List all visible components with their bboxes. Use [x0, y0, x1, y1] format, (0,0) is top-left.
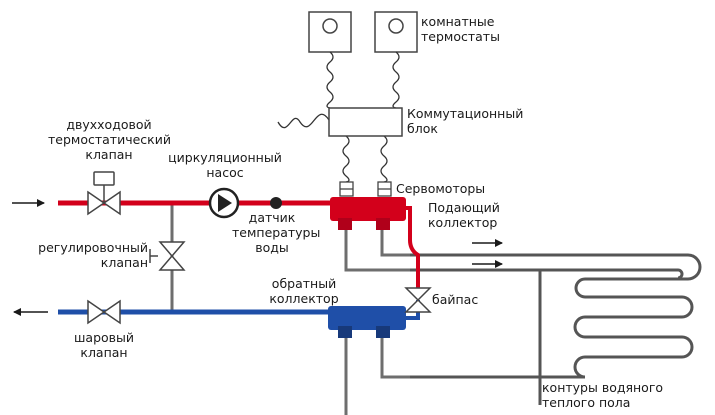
- label-bypass: байпас: [432, 292, 479, 307]
- supply-manifold: [330, 197, 406, 221]
- pump-icon: [208, 187, 240, 219]
- manifold-branch-pipes: [170, 203, 410, 415]
- label-servomotors: Сервомоторы: [396, 181, 486, 196]
- return-manifold: [328, 306, 406, 330]
- servomotor-icon: [339, 181, 392, 197]
- ball-valve-icon: [87, 299, 121, 325]
- sensor-icon: [270, 197, 282, 209]
- two-way-valve-icon: [87, 171, 121, 216]
- flow-arrow-icon: [12, 199, 503, 316]
- balancing-valve-icon: [149, 241, 186, 271]
- thermostat-icon: [308, 11, 418, 53]
- control-cables: [277, 51, 400, 183]
- switch-block: [328, 107, 403, 137]
- floor-heating-loop: [410, 253, 702, 405]
- bypass-valve-icon: [404, 287, 432, 313]
